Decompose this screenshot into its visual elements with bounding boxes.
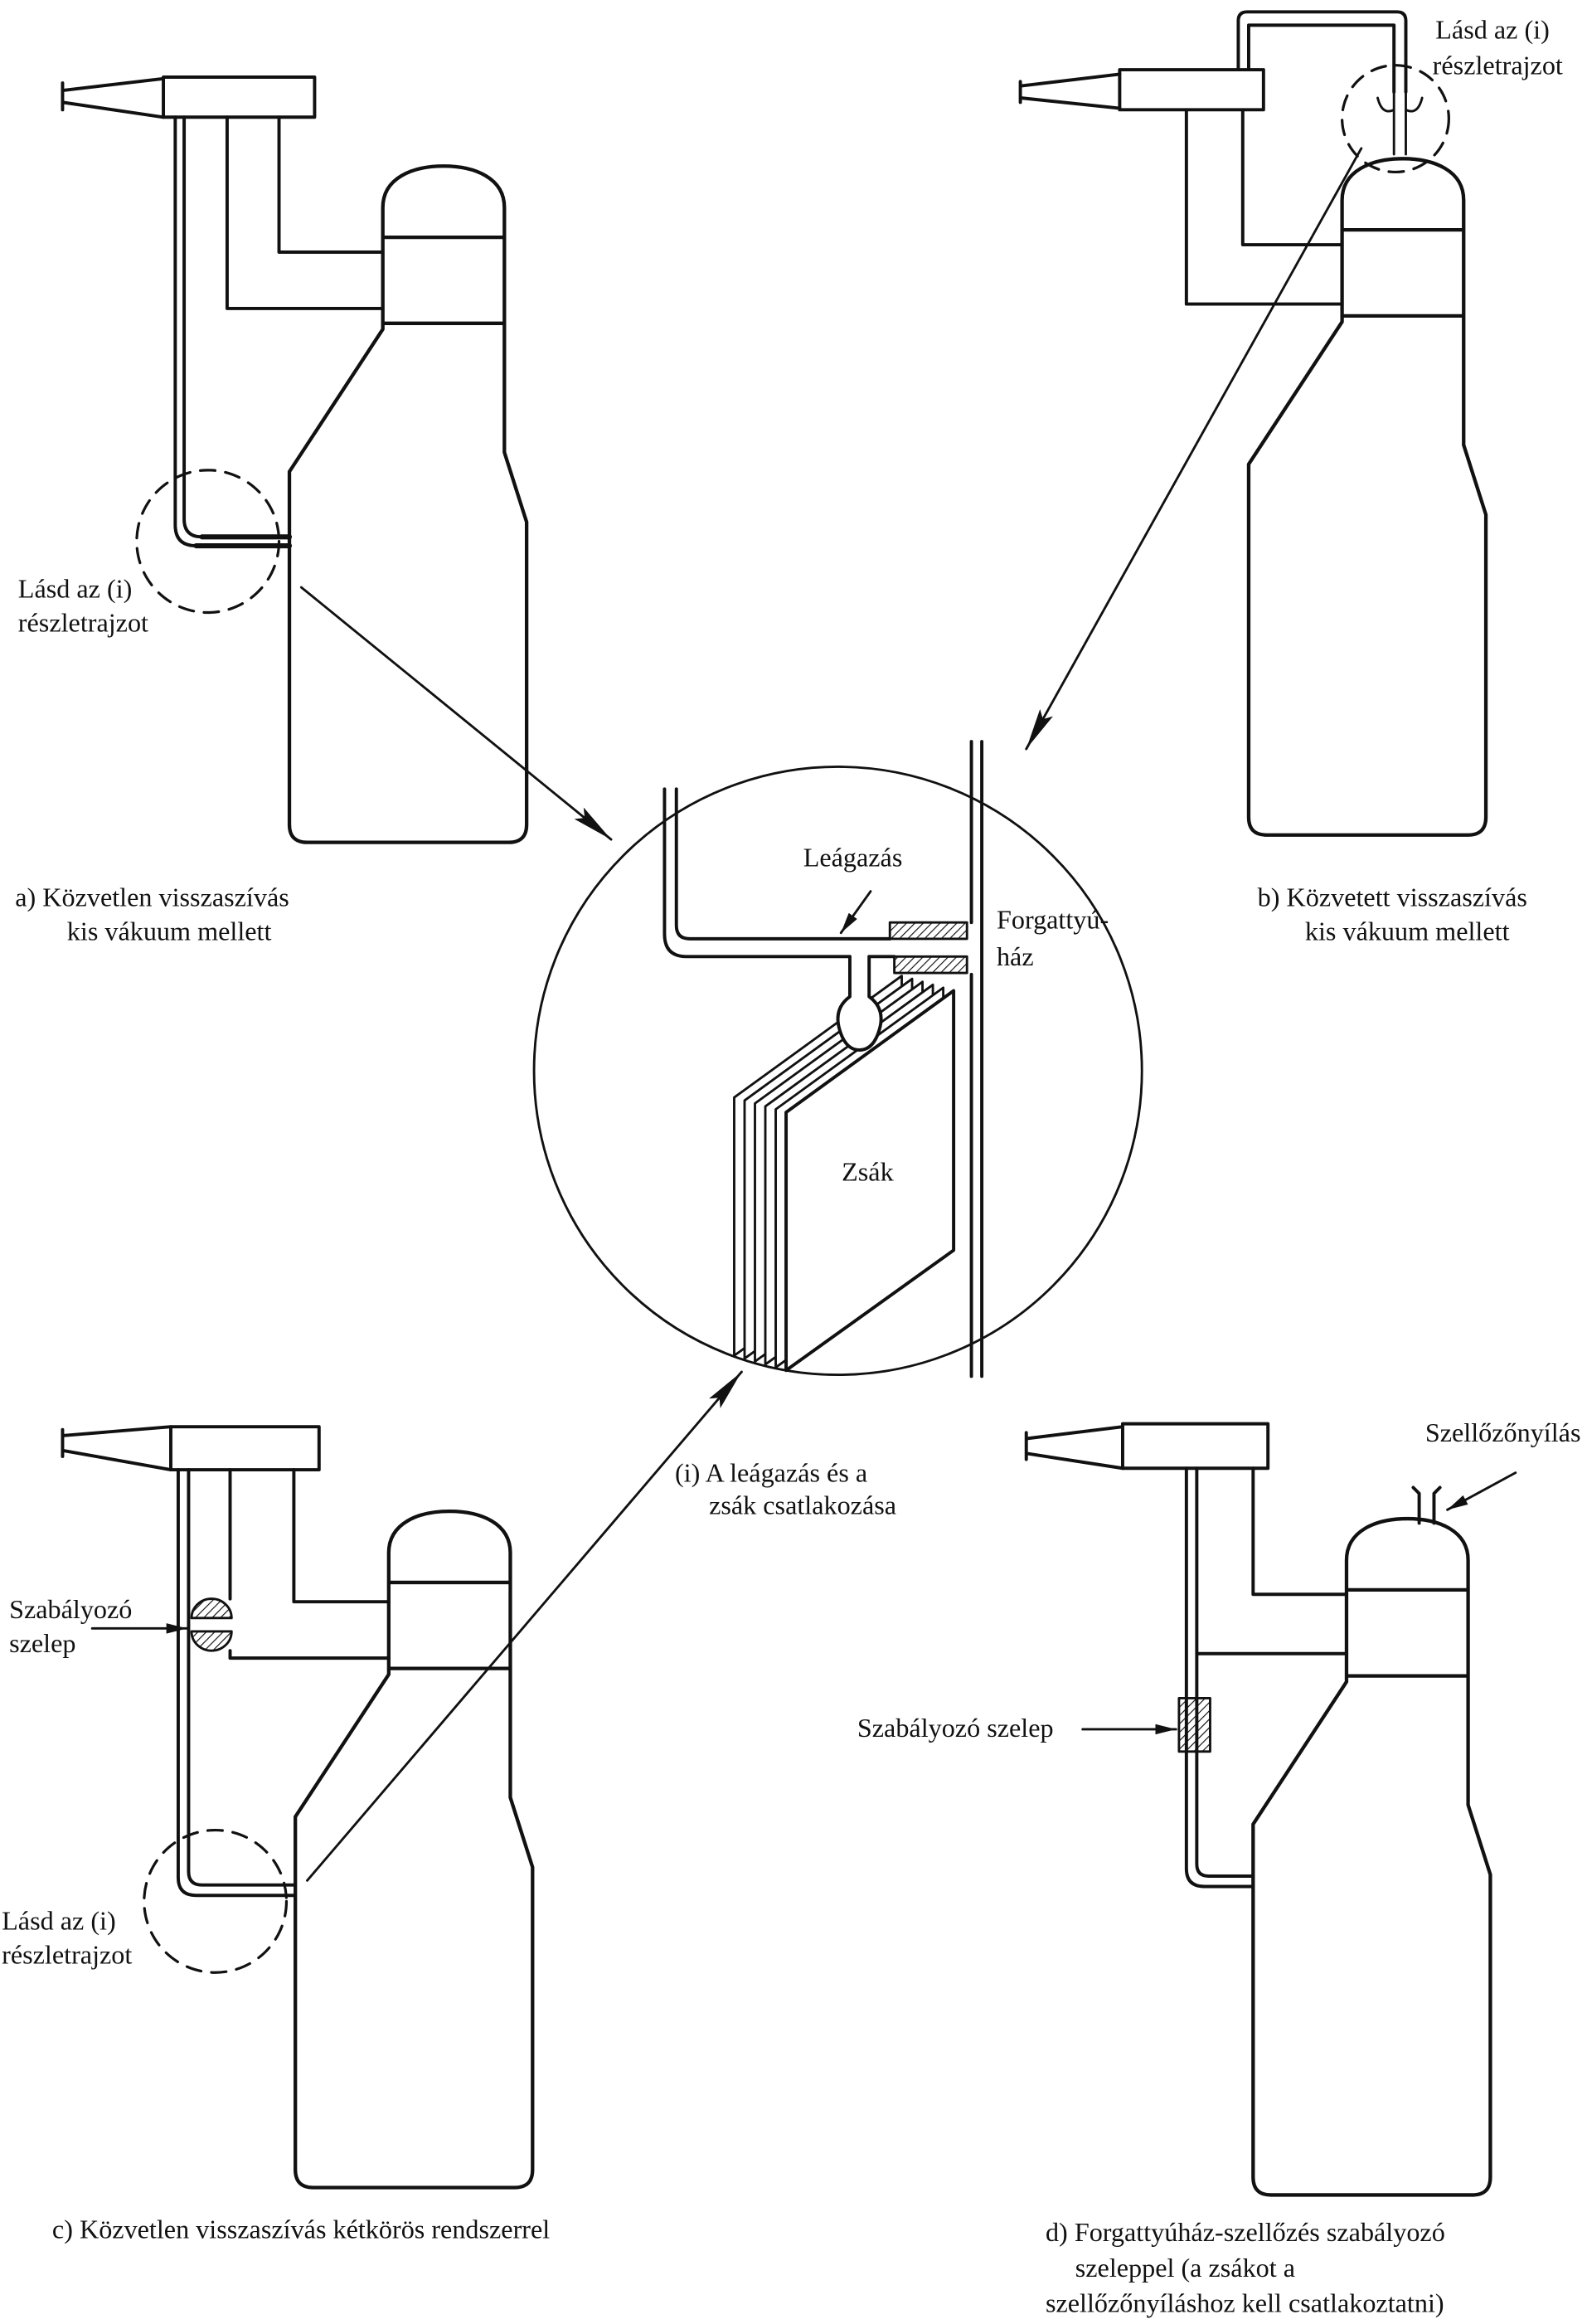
valve-label-d: Szabályozó szelep bbox=[857, 1713, 1054, 1743]
detail-view: Leágazás Forgattyú- ház Zsák (i) A leága… bbox=[532, 740, 1143, 1520]
return-pipe-a bbox=[173, 115, 210, 547]
bag-connector-stub-a bbox=[193, 534, 293, 549]
inlet-nozzle-a bbox=[61, 76, 166, 119]
regulated-pipe-c bbox=[228, 1468, 391, 1660]
callout-c-line-1: Lásd az (i) bbox=[2, 1905, 116, 1935]
detail-callout-circle-b bbox=[1340, 64, 1450, 174]
detail-crankcase-wall bbox=[969, 740, 984, 1378]
panel-a: Lásd az (i) részletrajzot a) Közvetlen v… bbox=[15, 75, 613, 946]
crankcase-label-line-2: ház bbox=[997, 941, 1034, 971]
detail-title-line-1: (i) A leágazás és a bbox=[675, 1457, 867, 1487]
inlet-nozzle-d bbox=[1024, 1425, 1124, 1471]
detail-callout-circle-c bbox=[143, 1828, 289, 1974]
panel-c: Szabályozó szelep Lásd az (i) részletraj… bbox=[2, 1370, 743, 2244]
valve-label-c-line-1: Szabályozó bbox=[9, 1594, 132, 1624]
return-pipe-c bbox=[176, 1468, 298, 1898]
control-valve-d bbox=[1177, 1696, 1211, 1753]
bag-label: Zsák bbox=[842, 1156, 894, 1186]
caption-b-line-1: b) Közvetett visszaszívás bbox=[1258, 882, 1527, 912]
detail-pointer-arrow-c bbox=[306, 1370, 743, 1882]
lower-seal bbox=[893, 955, 968, 975]
inlet-nozzle-c bbox=[61, 1425, 172, 1472]
return-pipe-d bbox=[1184, 1466, 1255, 1889]
callout-b-line-2: részletrajzot bbox=[1433, 50, 1563, 80]
caption-b-line-2: kis vákuum mellett bbox=[1305, 916, 1510, 946]
inlet-housing-c bbox=[169, 1425, 321, 1472]
vent-pipe-a-lower bbox=[225, 115, 385, 310]
bottle-d bbox=[1253, 1519, 1490, 2195]
callout-a-line-2: részletrajzot bbox=[18, 608, 148, 638]
caption-d-line-3: szellőzőnyíláshoz kell csatlakoztatni) bbox=[1046, 2288, 1444, 2318]
detail-pointer-arrow-a bbox=[299, 586, 613, 841]
branch-pointer-arrow bbox=[839, 890, 872, 935]
branch-label: Leágazás bbox=[803, 842, 903, 872]
return-loop-pipe-b bbox=[1236, 10, 1408, 94]
caption-d-line-1: d) Forgattyúház-szellőzés szabályozó bbox=[1046, 2217, 1445, 2247]
vent-pipe-b-lower bbox=[1184, 108, 1344, 306]
vent-opening-d bbox=[1411, 1485, 1442, 1525]
detail-callout-circle-a bbox=[135, 469, 281, 615]
vent-pipe-c-upper bbox=[292, 1468, 391, 1604]
control-valve-upper-c bbox=[190, 1597, 233, 1620]
detail-circle bbox=[532, 766, 1143, 1377]
upper-seal bbox=[888, 921, 968, 941]
caption-a-line-2: kis vákuum mellett bbox=[67, 916, 272, 946]
control-valve-lower-c bbox=[190, 1630, 233, 1652]
caption-d-line-2: szeleppel (a zsákot a bbox=[1075, 2253, 1295, 2283]
vent-pipe-d-upper bbox=[1251, 1466, 1348, 1597]
branch-fitting-b bbox=[1376, 90, 1424, 156]
inlet-nozzle-b bbox=[1018, 72, 1122, 110]
vent-pipe-b-upper bbox=[1240, 108, 1344, 247]
panel-d: Szellőzőnyílás Szabályozó szelep d) Forg… bbox=[857, 1417, 1581, 2318]
branch-bulb bbox=[836, 955, 883, 1052]
vent-label-d: Szellőzőnyílás bbox=[1425, 1417, 1581, 1447]
caption-c: c) Közvetlen visszaszívás kétkörös rends… bbox=[52, 2214, 550, 2244]
inlet-housing-b bbox=[1118, 68, 1265, 112]
bag-front bbox=[784, 989, 956, 1373]
detail-title-line-2: zsák csatlakozása bbox=[709, 1490, 896, 1520]
caption-a-line-1: a) Közvetlen visszaszívás bbox=[15, 882, 289, 912]
inlet-housing-a bbox=[162, 75, 317, 119]
callout-a-line-1: Lásd az (i) bbox=[18, 574, 133, 604]
detail-pipe bbox=[662, 787, 896, 959]
panel-b: Lásd az (i) részletrajzot b) Közvetett v… bbox=[1018, 10, 1563, 946]
callout-b-line-1: Lásd az (i) bbox=[1435, 14, 1550, 44]
inlet-housing-d bbox=[1120, 1422, 1270, 1471]
callout-c-line-2: részletrajzot bbox=[2, 1939, 132, 1969]
detail-pointer-arrow-b bbox=[1025, 147, 1363, 751]
bottle-b bbox=[1249, 158, 1486, 834]
valve-label-c-line-2: szelep bbox=[9, 1628, 75, 1658]
bag bbox=[733, 975, 956, 1373]
vent-pointer-arrow-d bbox=[1446, 1471, 1517, 1511]
bottle-c bbox=[295, 1511, 532, 2187]
vent-pipe-a-upper bbox=[277, 115, 385, 254]
crankcase-label-line-1: Forgattyú- bbox=[997, 904, 1109, 934]
